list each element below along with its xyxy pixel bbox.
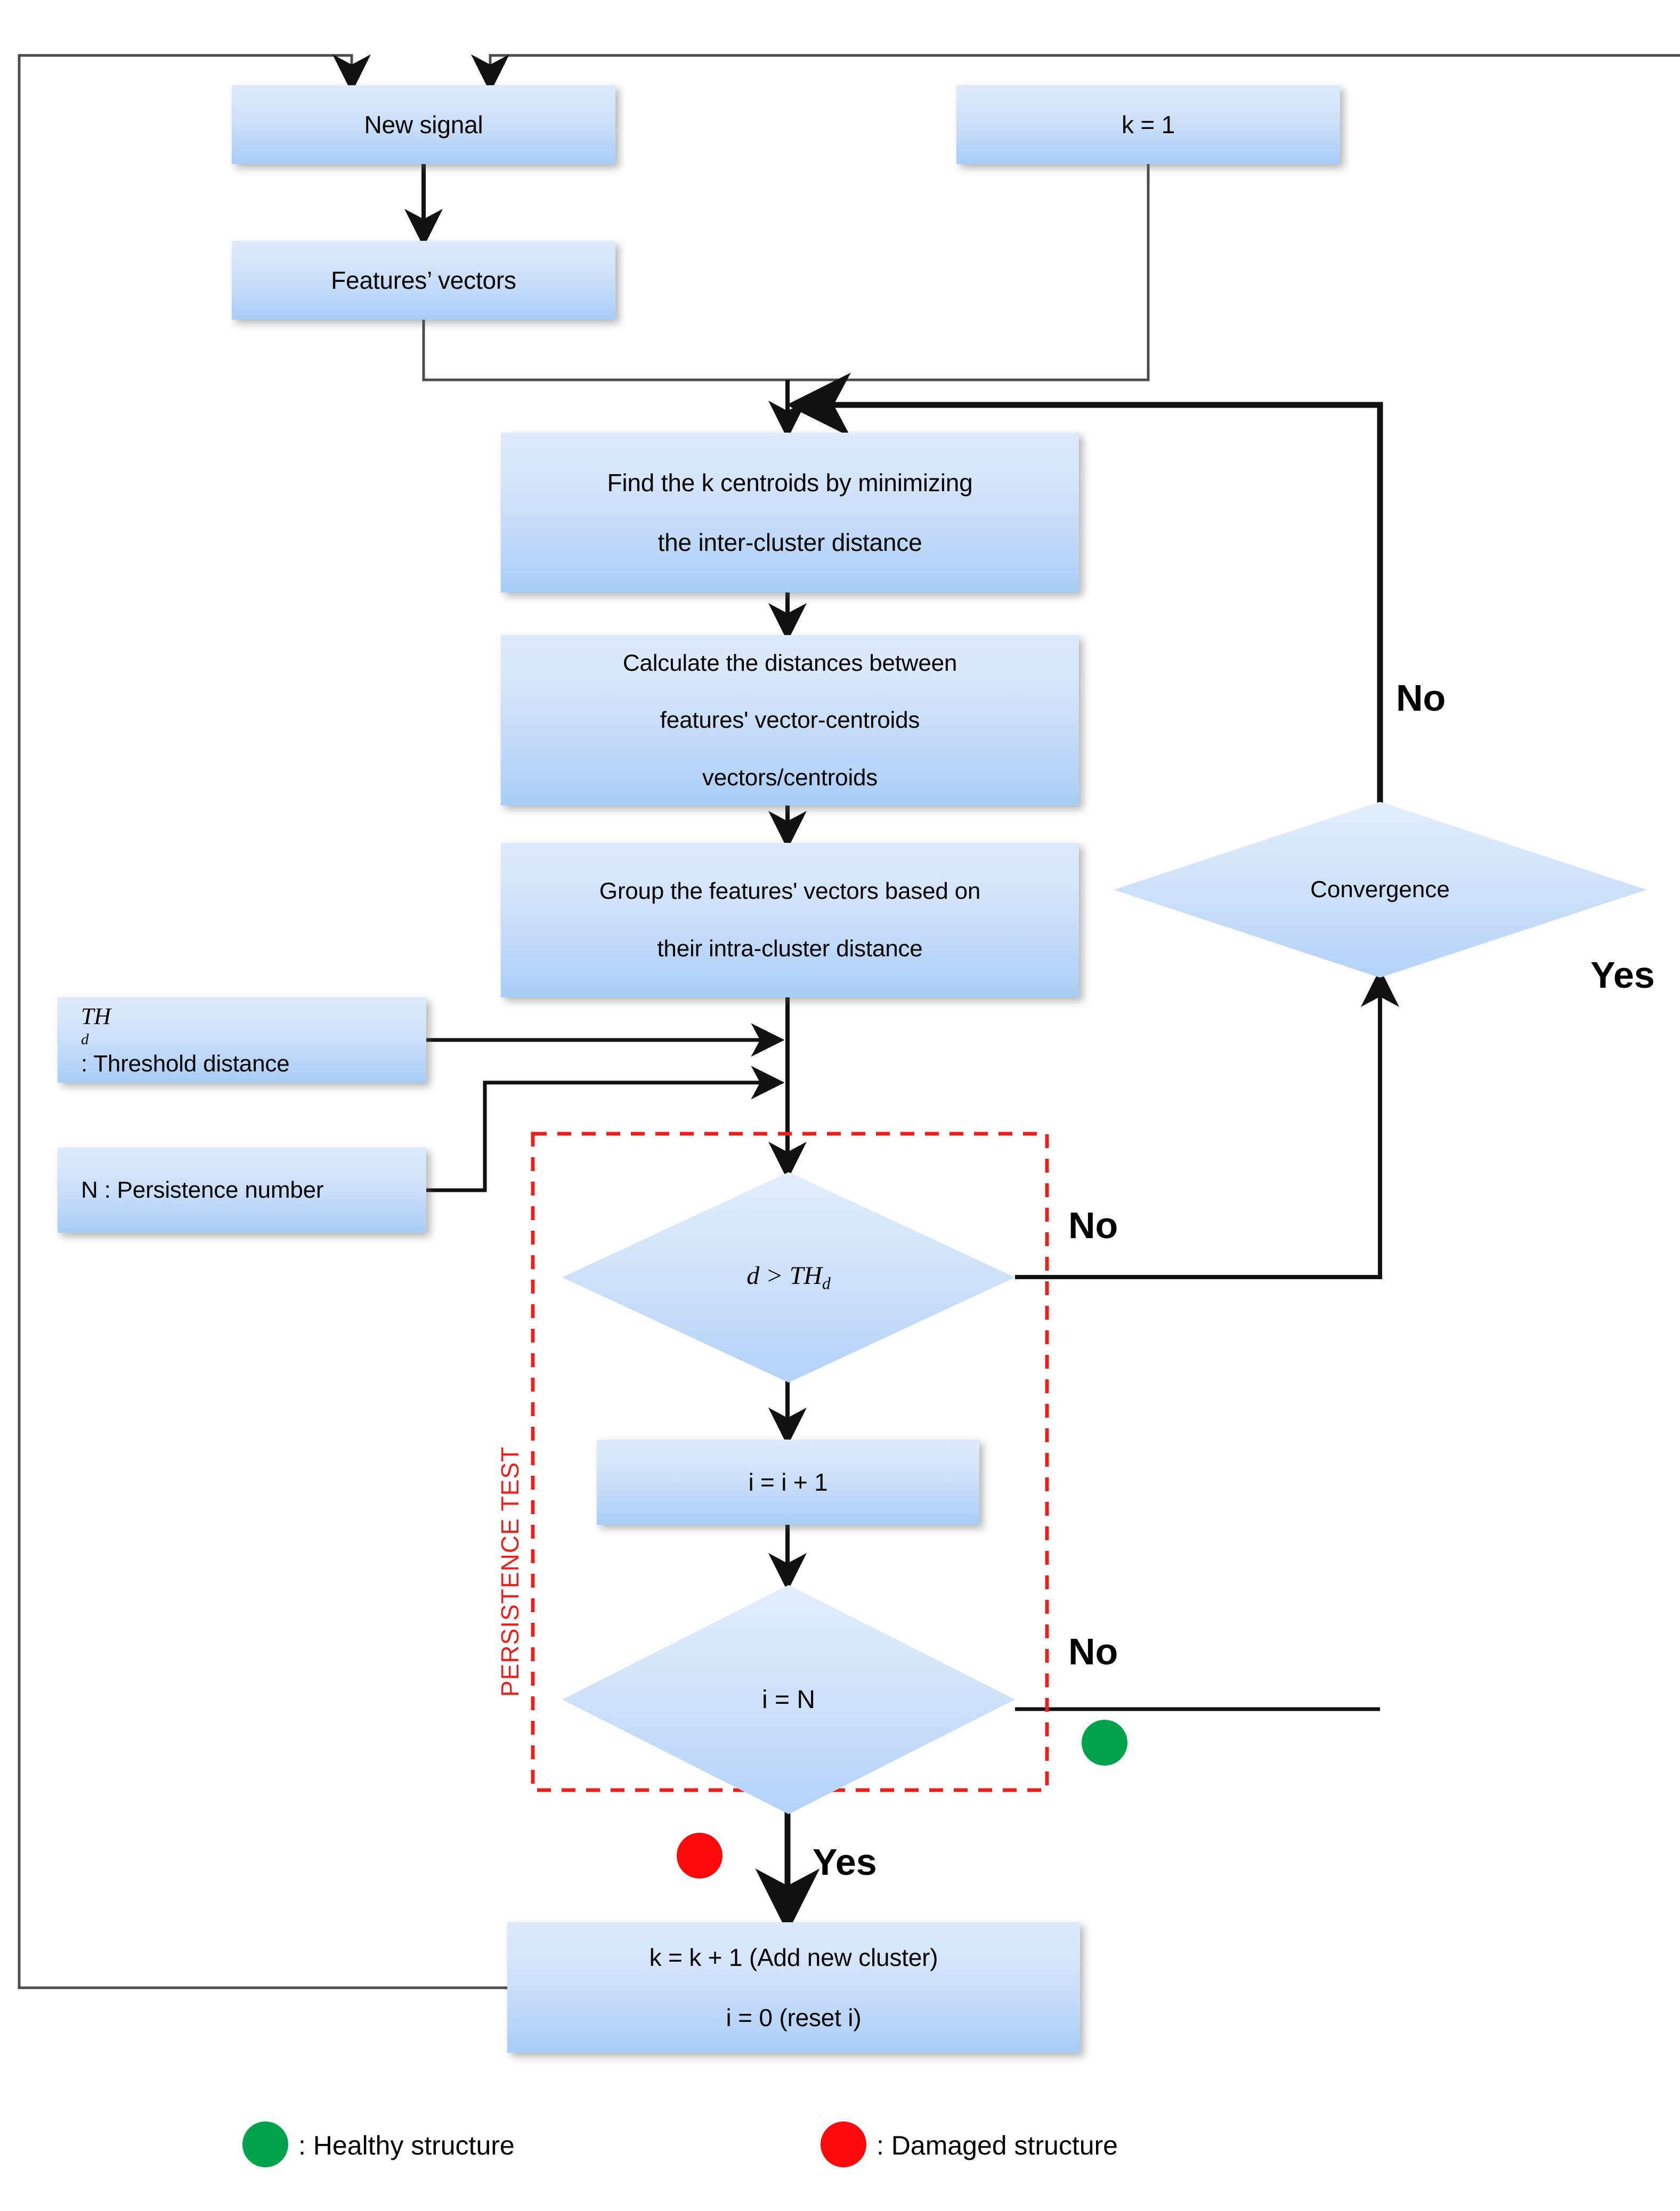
decision-convergence-label: Convergence — [1310, 876, 1450, 903]
node-k-init[interactable]: k = 1 — [956, 85, 1340, 164]
healthy-indicator-dot — [1082, 1720, 1127, 1766]
node-find-centroids-label: Find the k centroids by minimizing the i… — [506, 468, 1074, 557]
group-vectors-line1: Group the features' vectors based on — [599, 878, 981, 905]
damaged-indicator-dot — [677, 1833, 723, 1879]
calc-dist-line2: features' vector-centroids — [660, 707, 920, 734]
add-cluster-line1: k = k + 1 (Add new cluster) — [649, 1944, 938, 1972]
label-d-threshold-no: No — [1068, 1205, 1118, 1246]
label-convergence-yes: Yes — [1590, 954, 1655, 996]
node-features-vectors-label: Features’ vectors — [331, 266, 516, 294]
decision-d-subscript: d — [822, 1274, 831, 1293]
label-i-n-no: No — [1068, 1631, 1118, 1672]
legend-healthy-label: : Healthy structure — [298, 2131, 515, 2160]
edge-top-right-into-new-signal — [489, 54, 1680, 86]
decision-d-label: d > THd — [746, 1261, 831, 1294]
edge-features-to-join — [422, 319, 788, 381]
calc-dist-line1: Calculate the distances between — [622, 649, 957, 676]
legend-healthy-dot — [242, 2121, 288, 2167]
label-persistence-test: PERSISTENCE TEST — [496, 1446, 524, 1697]
node-new-signal-label: New signal — [364, 110, 483, 139]
node-features-vectors[interactable]: Features’ vectors — [232, 241, 615, 320]
node-threshold-distance[interactable]: TH d : Threshold distance — [58, 997, 426, 1083]
find-centroids-line2: the inter-cluster distance — [658, 529, 922, 557]
node-new-signal[interactable]: New signal — [232, 85, 615, 164]
calc-dist-line3: vectors/centroids — [702, 764, 878, 791]
label-i-n-yes: Yes — [813, 1841, 877, 1883]
node-group-vectors[interactable]: Group the features' vectors based on the… — [501, 843, 1079, 997]
node-calculate-distances-label: Calculate the distances between features… — [506, 649, 1074, 792]
node-persistence-number-label: N : Persistence number — [81, 1177, 324, 1204]
find-centroids-line1: Find the k centroids by minimizing — [607, 468, 973, 497]
node-find-centroids[interactable]: Find the k centroids by minimizing the i… — [501, 433, 1079, 592]
legend-damaged-dot — [821, 2121, 866, 2167]
edge-d-no-to-convergence — [1015, 969, 1399, 1279]
node-threshold-distance-label: TH d : Threshold distance — [63, 1002, 421, 1078]
node-calculate-distances[interactable]: Calculate the distances between features… — [501, 635, 1079, 806]
decision-i-n-label: i = N — [761, 1685, 816, 1714]
node-persistence-number[interactable]: N : Persistence number — [58, 1148, 426, 1233]
edge-convergence-no — [786, 372, 1383, 803]
group-vectors-line2: their intra-cluster distance — [657, 935, 923, 962]
node-increment-i-label: i = i + 1 — [748, 1468, 828, 1496]
edge-k1-to-join — [788, 164, 1150, 381]
edge-n-to-trunk — [426, 1066, 785, 1192]
legend-damaged-label: : Damaged structure — [876, 2131, 1118, 2160]
node-add-cluster-label: k = k + 1 (Add new cluster) i = 0 (reset… — [513, 1942, 1075, 2032]
node-group-vectors-label: Group the features' vectors based on the… — [506, 877, 1074, 963]
add-cluster-line2: i = 0 (reset i) — [726, 2003, 862, 2031]
decision-d-text: d > TH — [746, 1262, 822, 1290]
threshold-symbol: TH — [81, 1003, 111, 1029]
decision-d-greater-thd[interactable]: d > THd — [562, 1172, 1015, 1383]
decision-i-equals-n[interactable]: i = N — [562, 1585, 1015, 1814]
node-increment-i[interactable]: i = i + 1 — [597, 1440, 979, 1525]
threshold-text: : Threshold distance — [81, 1050, 290, 1077]
decision-convergence[interactable]: Convergence — [1114, 802, 1646, 978]
label-convergence-no: No — [1396, 677, 1446, 719]
threshold-subscript: d — [81, 1031, 89, 1048]
node-k-init-label: k = 1 — [1121, 110, 1175, 139]
node-add-cluster[interactable]: k = k + 1 (Add new cluster) i = 0 (reset… — [507, 1922, 1080, 2053]
